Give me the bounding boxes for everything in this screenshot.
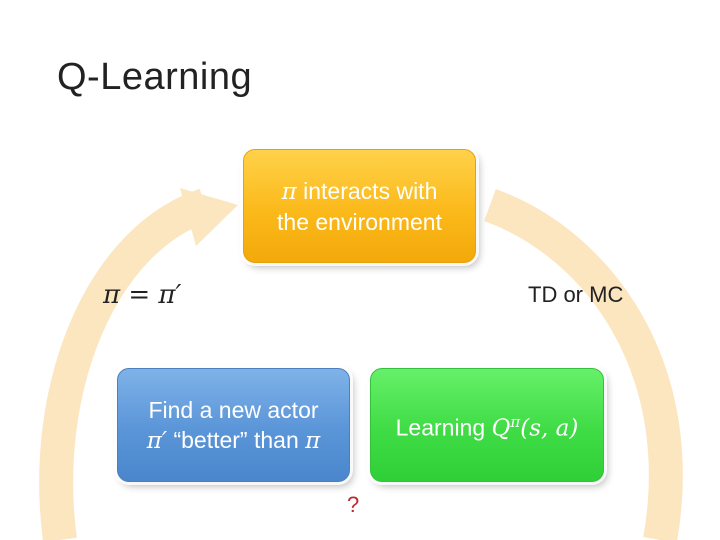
learning-box-line: Learning Qπ(s, a) <box>396 407 579 444</box>
learning-q-box: Learning Qπ(s, a) <box>370 368 604 482</box>
policy-update-label: π = π′ <box>103 280 182 310</box>
cycle-arrow-head <box>180 188 238 246</box>
q-symbol: Q <box>491 415 511 442</box>
pi-prime-symbol: π′ <box>146 427 168 454</box>
interact-environment-box: π interacts with the environment <box>243 149 476 263</box>
q-superscript: π <box>510 412 521 431</box>
learning-text: Learning <box>395 414 492 441</box>
interact-box-line1: π interacts with <box>282 176 438 207</box>
actor-box-line2: π′ “better” than π <box>147 425 321 456</box>
interact-box-line2: the environment <box>277 208 442 235</box>
page-title: Q-Learning <box>57 56 253 98</box>
interact-box-text1: interacts with <box>296 177 438 204</box>
question-mark-label: ? <box>347 492 360 517</box>
actor-box-line1: Find a new actor <box>148 396 319 423</box>
pi-symbol-2: π <box>305 427 321 454</box>
cycle-arrow-arc <box>39 188 683 540</box>
pi-symbol: π <box>281 178 297 205</box>
actor-box-text2: “better” than <box>167 426 306 453</box>
find-new-actor-box: Find a new actor π′ “better” than π <box>117 368 350 482</box>
q-arguments: (s, a) <box>520 415 579 442</box>
td-or-mc-label: TD or MC <box>528 282 624 307</box>
